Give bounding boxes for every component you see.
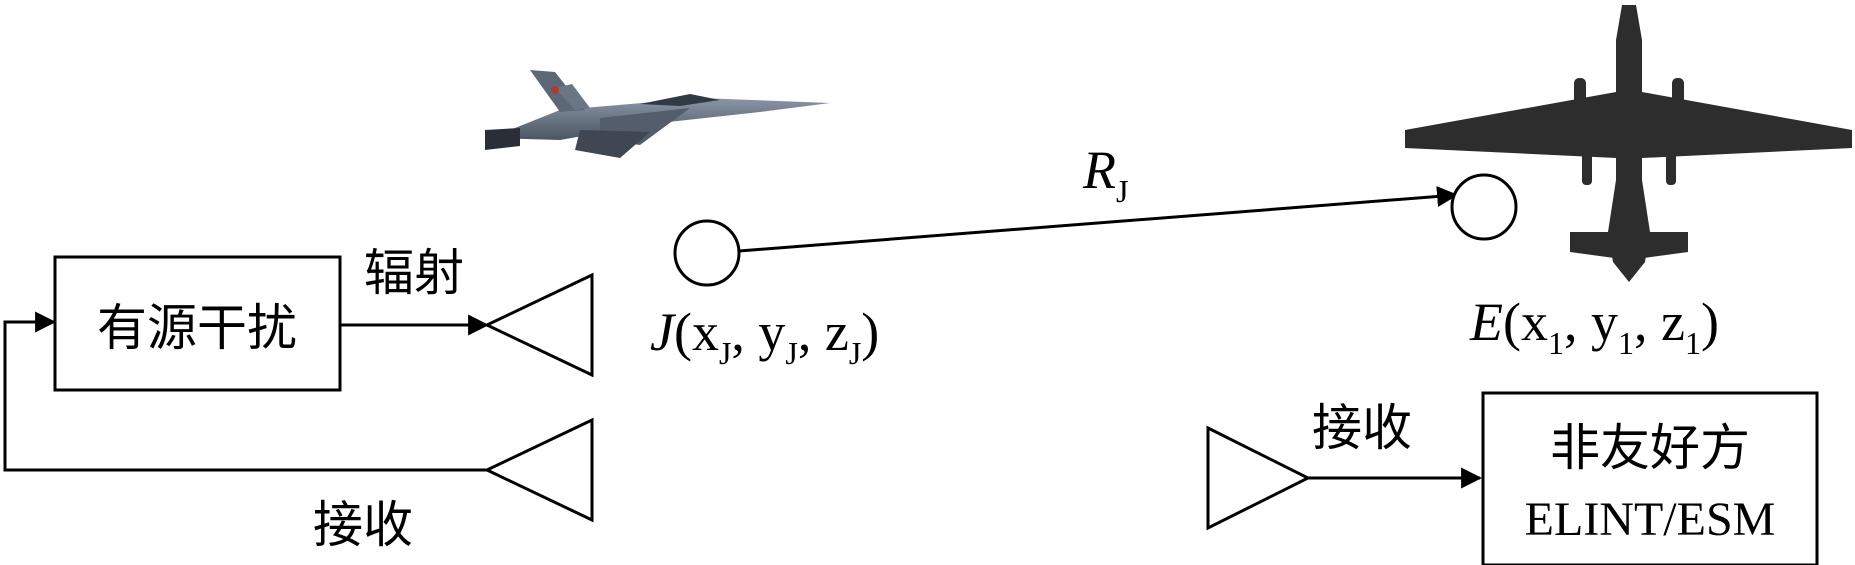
fighter-jet-icon xyxy=(485,70,830,158)
enemy-coordinates-label: E(x1, y1, z1) xyxy=(1469,292,1719,361)
active-jamming-label: 有源干扰 xyxy=(97,299,297,357)
transmit-antenna-icon xyxy=(483,272,594,378)
elint-receive-antenna-icon xyxy=(1206,425,1312,531)
enemy-aircraft-icon xyxy=(1405,5,1852,282)
range-label: RJ xyxy=(1082,140,1128,209)
active-jamming-box xyxy=(53,255,342,392)
receive-label-left: 接收 xyxy=(313,496,413,554)
jammer-node xyxy=(673,219,741,287)
jammer-coordinates-label: J(xJ, yJ, zJ) xyxy=(650,302,879,371)
receive-antenna-icon xyxy=(483,417,594,523)
elint-esm-box xyxy=(1481,391,1819,565)
receive-label-right: 接收 xyxy=(1312,399,1412,457)
enemy-node xyxy=(1450,173,1518,241)
range-line xyxy=(738,186,1459,253)
elint-box-line1: 非友好方 xyxy=(1550,419,1750,477)
elint-box-line2: ELINT/ESM xyxy=(1525,493,1776,546)
radiate-label: 辐射 xyxy=(364,244,464,302)
receive-feedback-path xyxy=(3,311,487,472)
